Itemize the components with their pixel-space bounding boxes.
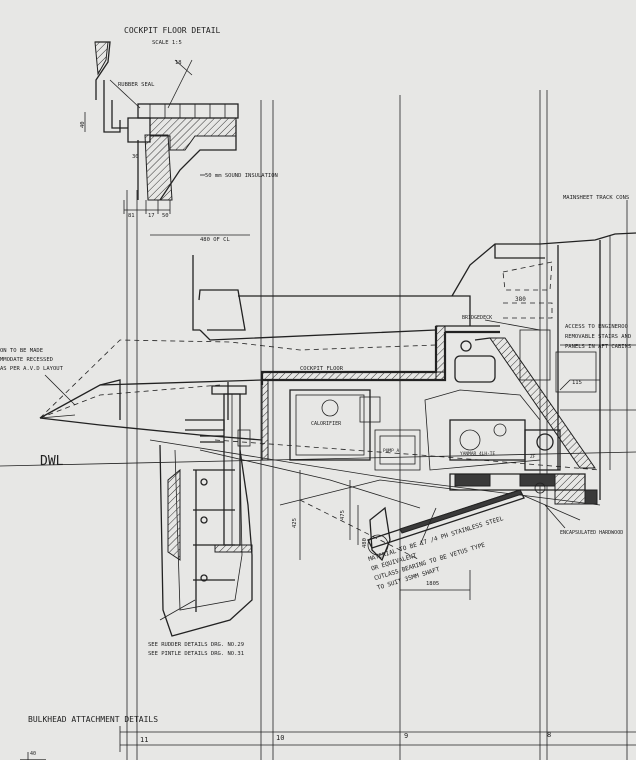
machinery xyxy=(289,389,598,505)
cockpit-floor-detail xyxy=(84,41,250,236)
dim-50: 50 xyxy=(162,213,169,219)
station-10: 10 xyxy=(276,734,284,742)
gearbox-label: ZF xyxy=(530,454,536,460)
dim-1805: 1805 xyxy=(426,581,439,587)
dim-115: 115 xyxy=(572,380,582,386)
access-note-line2: REMOVABLE STAIRS AND xyxy=(565,334,631,340)
propeller-shaft xyxy=(299,470,581,600)
dwl-line xyxy=(0,451,636,467)
rudder-details-note: SEE RUDDER DETAILS DRG. NO.29 xyxy=(148,642,244,648)
rubber-seal-label: RUBBER SEAL xyxy=(118,82,155,88)
station-9: 9 xyxy=(404,732,408,740)
dim-40: 40 xyxy=(80,121,86,128)
hull-superstructure xyxy=(192,232,636,500)
station-8: 8 xyxy=(547,731,551,739)
pump-label: PUMP A xyxy=(383,448,400,454)
dim-17: 17 xyxy=(148,213,155,219)
material-note: MATERIAL TO BE 17 /4 PH STAINLESS STEEL … xyxy=(368,515,505,592)
left-note-line2: MMODATE RECESSED xyxy=(0,357,53,363)
dim-380: 380 xyxy=(515,296,526,303)
station-11: 11 xyxy=(140,736,148,744)
dim-cl: 480 OF CL xyxy=(200,237,230,243)
bridgedeck-label: BRIDGEDECK xyxy=(462,315,492,321)
left-note-line1: ON TO BE MADE xyxy=(0,348,43,354)
access-note-line3: PANELS IN AFT CABINS xyxy=(565,344,631,350)
encapsulated-label: ENCAPSULATED HARDWOOD xyxy=(560,530,623,536)
scale-label: SCALE 1:5 xyxy=(152,40,182,46)
dim-475: 475 xyxy=(340,510,346,520)
sound-insulation-label: 50 mm SOUND INSULATION xyxy=(205,173,278,179)
bulkhead-details-title: BULKHEAD ATTACHMENT DETAILS xyxy=(28,715,158,724)
dwl-label: DWL xyxy=(40,454,64,469)
cockpit-floor-detail-title: COCKPIT FLOOR DETAIL xyxy=(124,26,221,35)
mainsheet-track-label: MAINSHEET TRACK CONS xyxy=(563,195,629,201)
dim-40-bottom: 40 xyxy=(30,751,36,757)
station-scale-bar xyxy=(20,726,636,760)
rudder xyxy=(159,382,253,637)
calorifier-label: CALORIFIER xyxy=(311,421,342,427)
dim-81: 81 xyxy=(128,213,135,219)
leader-lines xyxy=(44,319,566,621)
dim-18: 18 xyxy=(175,60,182,66)
cockpit-floor-label: COCKPIT FLOOR xyxy=(300,366,344,372)
dim-425: 425 xyxy=(292,518,298,528)
dim-30: 30 xyxy=(132,154,139,160)
left-note-line3: AS PER A.V.D LAYOUT xyxy=(0,366,64,372)
access-note-line1: ACCESS TO ENGINEROO xyxy=(565,324,628,330)
engine-label: YANMAR 4LH-TE xyxy=(460,451,496,457)
dim-480: 480 xyxy=(362,538,368,548)
pintle-details-note: SEE PINTLE DETAILS DRG. NO.31 xyxy=(148,651,244,657)
